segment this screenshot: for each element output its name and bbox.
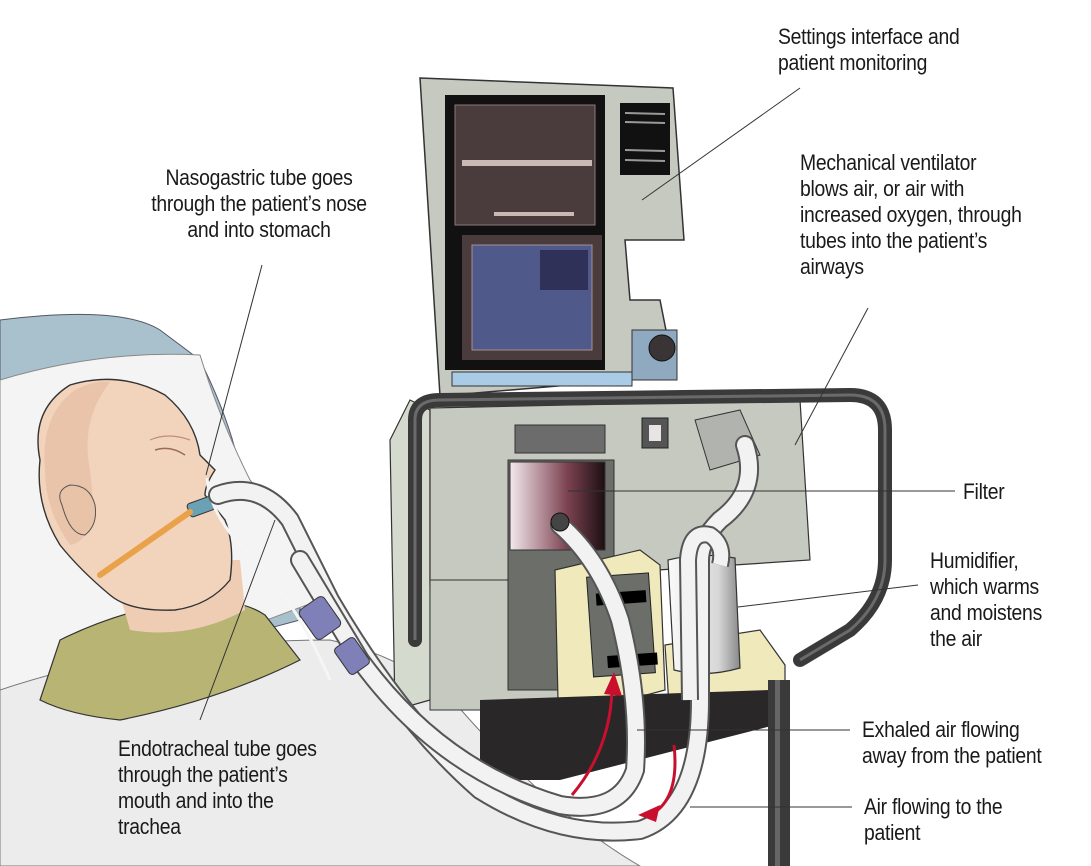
label-line: Settings interface and — [778, 24, 960, 49]
label-line: Air flowing to the — [864, 794, 1003, 819]
patient-brow — [149, 435, 191, 441]
label-line: tubes into the patient’s — [800, 228, 988, 253]
label-line: blows air, or air with — [800, 176, 965, 201]
leader-nasogastric — [205, 264, 263, 476]
label-humidifier: Humidifier, which warms and moistens the… — [930, 548, 1042, 652]
label-line: through the patient’s — [118, 762, 288, 787]
label-exhaled-air: Exhaled air flowing away from the patien… — [862, 717, 1042, 769]
arrow-inhaled-head — [638, 805, 660, 822]
frame-highlight — [413, 393, 887, 662]
label-line: airways — [800, 254, 864, 279]
breathing-tube-expiratory-fill — [292, 517, 644, 815]
patient-strap — [97, 509, 193, 578]
filter-port — [550, 512, 570, 532]
label-line: the air — [930, 626, 982, 651]
leader-lines — [199, 87, 955, 808]
label-line: Humidifier, — [930, 548, 1019, 573]
patient-ear — [59, 484, 96, 536]
screen-top-bar — [462, 160, 592, 166]
indicator — [641, 417, 669, 449]
arrow-exhaled-head — [604, 672, 622, 696]
status-panel — [620, 103, 670, 175]
tube-connector — [298, 596, 342, 640]
leader-endotracheal — [199, 519, 276, 721]
button-bar — [451, 371, 633, 387]
patient — [37, 378, 332, 721]
tube-connector-y — [334, 637, 370, 675]
patient-eye — [154, 447, 186, 456]
label-line: Filter — [963, 479, 1005, 504]
status-line — [624, 159, 666, 162]
label-line: increased oxygen, through — [800, 202, 1022, 227]
label-line: Nasogastric tube goes — [165, 165, 353, 190]
label-mechanical-ventilator: Mechanical ventilator blows air, or air … — [800, 150, 1022, 280]
indicator-window — [649, 425, 661, 441]
frame — [408, 387, 892, 866]
label-line: mouth and into the — [118, 788, 274, 813]
arrow-exhaled-flow — [570, 689, 614, 796]
label-filter: Filter — [963, 479, 1005, 505]
leader-ventilator — [794, 307, 869, 446]
stand-pole-shine — [775, 680, 780, 866]
label-line: Exhaled air flowing — [862, 717, 1020, 742]
screen-inset — [540, 250, 588, 290]
slot — [514, 424, 606, 454]
label-line: away from the patient — [862, 743, 1042, 768]
label-air-to-patient: Air flowing to the patient — [864, 794, 1003, 846]
nasogastric-tube — [205, 477, 332, 681]
label-line: Mechanical ventilator — [800, 150, 977, 175]
label-nasogastric-tube: Nasogastric tube goes through the patien… — [131, 165, 386, 243]
label-line: trachea — [118, 814, 181, 839]
label-line: through the patient’s nose — [151, 191, 367, 216]
status-line — [624, 149, 666, 152]
tubing — [208, 435, 760, 842]
control-knob — [648, 334, 676, 362]
status-line — [624, 112, 666, 115]
label-line: and into stomach — [187, 217, 331, 242]
leader-settings — [641, 87, 801, 201]
label-line: Endotracheal tube goes — [118, 736, 317, 761]
label-line: which warms — [930, 574, 1039, 599]
label-line: patient — [864, 820, 921, 845]
filter — [509, 461, 606, 551]
status-line — [624, 121, 666, 124]
humidifier-tube-fill — [680, 527, 729, 701]
flow-arrows — [570, 672, 677, 822]
patient-head-shade — [44, 381, 110, 545]
ventilator-monitor — [419, 77, 685, 397]
label-settings-interface: Settings interface and patient monitorin… — [778, 24, 960, 76]
label-line: patient monitoring — [778, 50, 928, 75]
screen-top-bar-short — [494, 212, 574, 216]
leader-humidifier — [737, 584, 919, 608]
label-endotracheal-tube: Endotracheal tube goes through the patie… — [118, 736, 317, 840]
label-line: and moistens — [930, 600, 1042, 625]
